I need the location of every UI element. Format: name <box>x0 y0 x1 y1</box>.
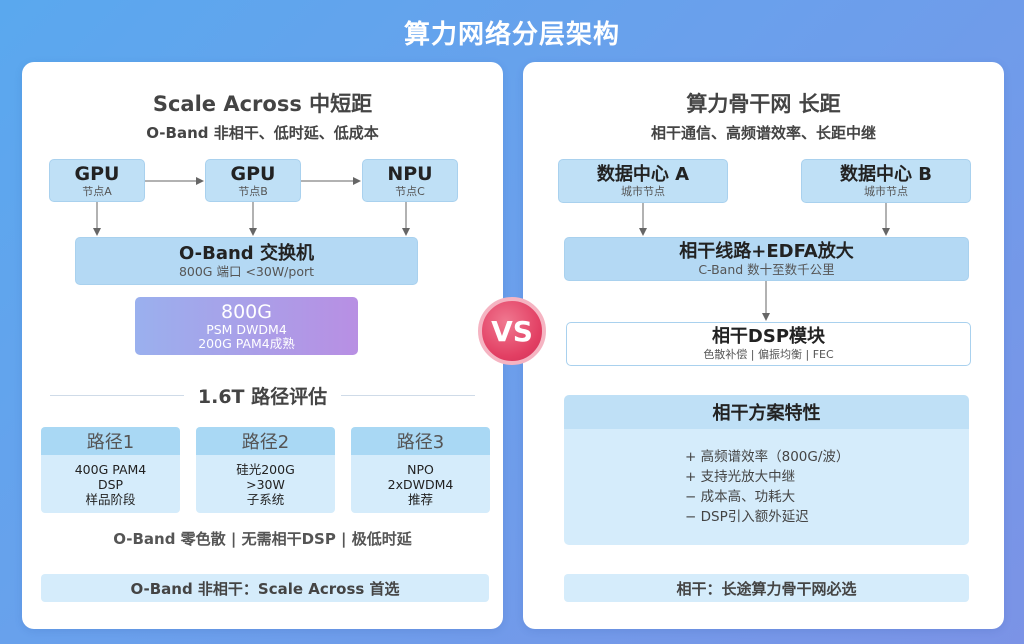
path-body: 硅光200G >30W 子系统 <box>196 455 335 513</box>
datacenter-a: 数据中心 A 城市节点 <box>558 159 728 203</box>
path-card-2: 路径2 硅光200G >30W 子系统 <box>196 427 335 513</box>
divider-line <box>341 394 476 396</box>
datacenter-label: 数据中心 A <box>596 164 690 185</box>
node-label: GPU <box>230 162 276 185</box>
datacenter-sublabel: 城市节点 <box>864 185 908 198</box>
module-800g: 800G PSM DWDM4 200G PAM4成熟 <box>135 297 358 355</box>
right-panel-subtitle: 相干通信、高频谱效率、长距中继 <box>650 124 876 142</box>
path-title: 路径2 <box>196 427 335 455</box>
node-label: NPU <box>387 162 433 185</box>
node-gpu-b: GPU 节点B <box>205 159 301 202</box>
link-label: 相干线路+EDFA放大 <box>679 241 854 262</box>
datacenter-label: 数据中心 B <box>840 164 932 185</box>
right-panel-title: 算力骨干网 长距 <box>686 92 841 116</box>
vs-label: VS <box>491 314 533 348</box>
datacenter-sublabel: 城市节点 <box>621 185 665 198</box>
left-panel: Scale Across 中短距 O-Band 非相干、低时延、低成本 GPU … <box>22 62 503 629</box>
left-panel-title: Scale Across 中短距 <box>152 92 373 116</box>
coherent-dsp-module: 相干DSP模块 色散补偿 | 偏振均衡 | FEC <box>566 322 971 366</box>
link-sublabel: C-Band 数十至数千公里 <box>698 262 835 277</box>
right-footer: 相干：长途算力骨干网必选 <box>564 574 969 602</box>
path-title: 路径3 <box>351 427 490 455</box>
features-title: 相干方案特性 <box>564 395 969 429</box>
features-list: + 高频谱效率（800G/波） + 支持光放大中继 − 成本高、功耗大 − DS… <box>564 429 969 545</box>
vs-badge: VS <box>478 297 546 365</box>
feature-item: − DSP引入额外延迟 <box>685 509 809 525</box>
path-line: DSP <box>97 476 124 492</box>
node-label: GPU <box>74 162 120 185</box>
left-footer: O-Band 非相干：Scale Across 首选 <box>41 574 489 602</box>
path-line: NPO <box>407 461 434 477</box>
left-arrows <box>93 177 410 236</box>
path-line: 样品阶段 <box>85 491 136 507</box>
node-npu-c: NPU 节点C <box>362 159 458 202</box>
switch-label: O-Band 交换机 <box>179 243 314 264</box>
page-title: 算力网络分层架构 <box>403 20 620 50</box>
coherent-link: 相干线路+EDFA放大 C-Band 数十至数千公里 <box>564 237 969 281</box>
dsp-sublabel: 色散补偿 | 偏振均衡 | FEC <box>703 348 834 361</box>
path-body: NPO 2xDWDM4 推荐 <box>351 455 490 513</box>
node-sublabel: 节点B <box>238 184 268 198</box>
section-title: 1.6T 路径评估 <box>197 385 328 408</box>
node-gpu-a: GPU 节点A <box>49 159 145 202</box>
path-body: 400G PAM4 DSP 样品阶段 <box>41 455 180 513</box>
path-line: 子系统 <box>246 491 285 507</box>
path-card-1: 路径1 400G PAM4 DSP 样品阶段 <box>41 427 180 513</box>
module-line2: 200G PAM4成熟 <box>198 336 295 351</box>
path-title: 路径1 <box>41 427 180 455</box>
feature-item: + 高频谱效率（800G/波） <box>685 449 850 465</box>
path-line: 2xDWDM4 <box>387 476 454 492</box>
right-panel: 算力骨干网 长距 相干通信、高频谱效率、长距中继 数据中心 A 城市节点 数据中… <box>523 62 1004 629</box>
switch-sublabel: 800G 端口 <30W/port <box>178 264 315 279</box>
module-line1: PSM DWDM4 <box>206 322 287 337</box>
datacenter-b: 数据中心 B 城市节点 <box>801 159 971 203</box>
path-line: 400G PAM4 <box>74 461 147 477</box>
divider-line <box>50 394 184 396</box>
node-sublabel: 节点C <box>395 184 425 198</box>
right-arrows <box>639 203 890 321</box>
oband-switch: O-Band 交换机 800G 端口 <30W/port <box>75 237 418 285</box>
section-divider: 1.6T 路径评估 <box>50 382 476 408</box>
dsp-label: 相干DSP模块 <box>711 326 826 347</box>
node-sublabel: 节点A <box>82 184 112 198</box>
path-line: >30W <box>246 476 285 492</box>
path-line: 推荐 <box>407 491 433 507</box>
coherent-features: 相干方案特性 + 高频谱效率（800G/波） + 支持光放大中继 − 成本高、功… <box>564 395 969 545</box>
feature-item: − 成本高、功耗大 <box>685 489 796 505</box>
path-line: 硅光200G <box>236 461 295 477</box>
left-panel-subtitle: O-Band 非相干、低时延、低成本 <box>146 124 379 142</box>
left-note: O-Band 零色散 | 无需相干DSP | 极低时延 <box>113 530 412 548</box>
path-card-3: 路径3 NPO 2xDWDM4 推荐 <box>351 427 490 513</box>
module-label: 800G <box>221 301 272 323</box>
feature-item: + 支持光放大中继 <box>685 469 796 485</box>
